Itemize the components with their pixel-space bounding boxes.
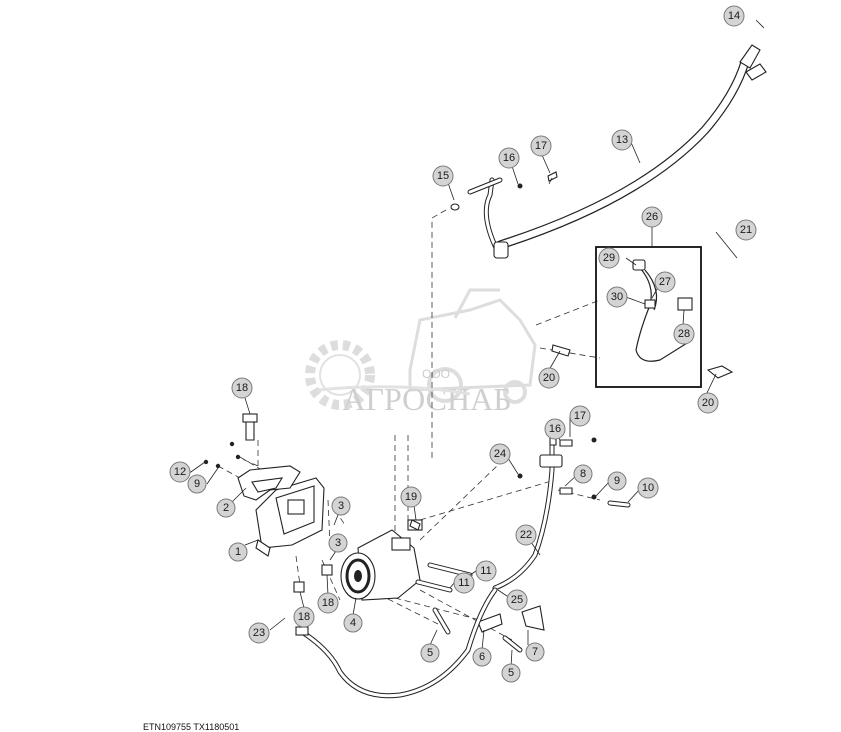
callout-8: 8 <box>573 464 593 484</box>
svg-text:3: 3 <box>335 537 341 549</box>
callout-20b: 20 <box>697 392 719 414</box>
callout-20a: 20 <box>538 367 560 389</box>
svg-text:21: 21 <box>740 224 752 236</box>
callout-21: 21 <box>735 219 757 241</box>
discharge-line-22 <box>492 427 563 591</box>
support-bracket-2 <box>237 465 301 501</box>
svg-text:23: 23 <box>253 627 265 639</box>
svg-text:18: 18 <box>298 611 310 623</box>
callout-9b: 9 <box>607 471 627 491</box>
suction-hose-13 <box>467 44 767 259</box>
callout-29: 29 <box>598 247 620 269</box>
svg-text:6: 6 <box>479 651 485 663</box>
clamps-6-7 <box>477 605 545 633</box>
alignment-lines <box>217 209 601 641</box>
callout-24: 24 <box>489 443 511 465</box>
svg-text:27: 27 <box>659 276 671 288</box>
sensor-part-21 <box>715 231 738 259</box>
svg-text:9: 9 <box>614 475 620 487</box>
callout-5a: 5 <box>420 643 440 663</box>
svg-text:24: 24 <box>494 448 506 460</box>
callout-15: 15 <box>432 165 454 187</box>
callout-26: 26 <box>641 206 663 228</box>
svg-text:15: 15 <box>437 170 449 182</box>
callout-16a: 16 <box>498 147 520 169</box>
svg-text:19: 19 <box>405 491 417 503</box>
svg-text:5: 5 <box>508 667 514 679</box>
svg-text:9: 9 <box>194 478 200 490</box>
callout-1: 1 <box>228 542 248 562</box>
svg-text:12: 12 <box>174 466 186 478</box>
svg-text:2: 2 <box>223 502 229 514</box>
svg-text:17: 17 <box>574 410 586 422</box>
reference-code: ETN109755 TX1180501 <box>143 722 240 732</box>
callout-12: 12 <box>169 461 191 483</box>
callout-5b: 5 <box>501 663 521 683</box>
hose-fasteners <box>450 171 558 211</box>
callout-18c: 18 <box>317 592 339 614</box>
bolt-18-upper <box>242 413 258 441</box>
callout-28: 28 <box>673 323 695 345</box>
svg-text:1: 1 <box>235 546 241 558</box>
callout-14: 14 <box>723 5 745 27</box>
svg-text:7: 7 <box>532 646 538 658</box>
callout-6: 6 <box>472 647 492 667</box>
callout-16b: 16 <box>544 418 566 440</box>
svg-text:3: 3 <box>338 500 344 512</box>
watermark-company-name: АГРОСНАБ <box>342 381 511 417</box>
svg-text:16: 16 <box>549 423 561 435</box>
bolt-18-lower <box>293 564 333 593</box>
callout-22: 22 <box>515 524 537 546</box>
callout-11b: 11 <box>453 572 475 594</box>
callout-11a: 11 <box>475 560 497 582</box>
gear-logo-icon <box>305 340 375 410</box>
callout-27: 27 <box>654 271 676 293</box>
callout-19: 19 <box>400 486 422 508</box>
ac-compressor-4 <box>340 519 423 601</box>
svg-text:26: 26 <box>646 211 658 223</box>
callout-25: 25 <box>506 589 528 611</box>
svg-text:18: 18 <box>322 597 334 609</box>
watermark-prefix: ООО <box>422 367 450 381</box>
callout-10: 10 <box>637 477 659 499</box>
bolts-5 <box>432 607 523 653</box>
combine-harvester-icon <box>408 288 537 404</box>
lower-fasteners <box>409 437 631 531</box>
svg-text:11: 11 <box>458 577 469 589</box>
svg-text:18: 18 <box>236 382 248 394</box>
svg-text:5: 5 <box>427 647 433 659</box>
callout-18a: 18 <box>231 377 253 399</box>
callout-4: 4 <box>343 613 363 633</box>
callout-7: 7 <box>525 642 545 662</box>
callout-9a: 9 <box>187 474 207 494</box>
wire-harness-kit-26 <box>551 246 734 388</box>
callout-3b: 3 <box>328 533 348 553</box>
svg-text:14: 14 <box>728 10 740 22</box>
svg-text:4: 4 <box>350 617 356 629</box>
svg-text:17: 17 <box>535 140 547 152</box>
svg-text:11: 11 <box>480 565 491 577</box>
callout-23: 23 <box>248 622 270 644</box>
svg-text:16: 16 <box>503 152 515 164</box>
callout-3a: 3 <box>331 496 351 516</box>
callout-17b: 17 <box>569 405 591 427</box>
callout-30: 30 <box>606 286 628 308</box>
callout-13: 13 <box>611 129 633 151</box>
svg-text:20: 20 <box>543 372 555 384</box>
svg-text:10: 10 <box>642 482 654 494</box>
callout-18b: 18 <box>293 606 315 628</box>
svg-text:22: 22 <box>520 529 532 541</box>
agrosnab-watermark: ООО АГРОСНАБ <box>305 288 537 417</box>
svg-text:30: 30 <box>611 291 623 303</box>
svg-text:29: 29 <box>603 252 615 264</box>
callout-17a: 17 <box>530 135 552 157</box>
svg-text:20: 20 <box>702 397 714 409</box>
svg-text:13: 13 <box>616 134 628 146</box>
svg-text:28: 28 <box>678 328 690 340</box>
callout-2: 2 <box>216 498 236 518</box>
washers-9-12 <box>203 441 241 469</box>
svg-text:8: 8 <box>580 468 586 480</box>
svg-text:25: 25 <box>511 594 523 606</box>
